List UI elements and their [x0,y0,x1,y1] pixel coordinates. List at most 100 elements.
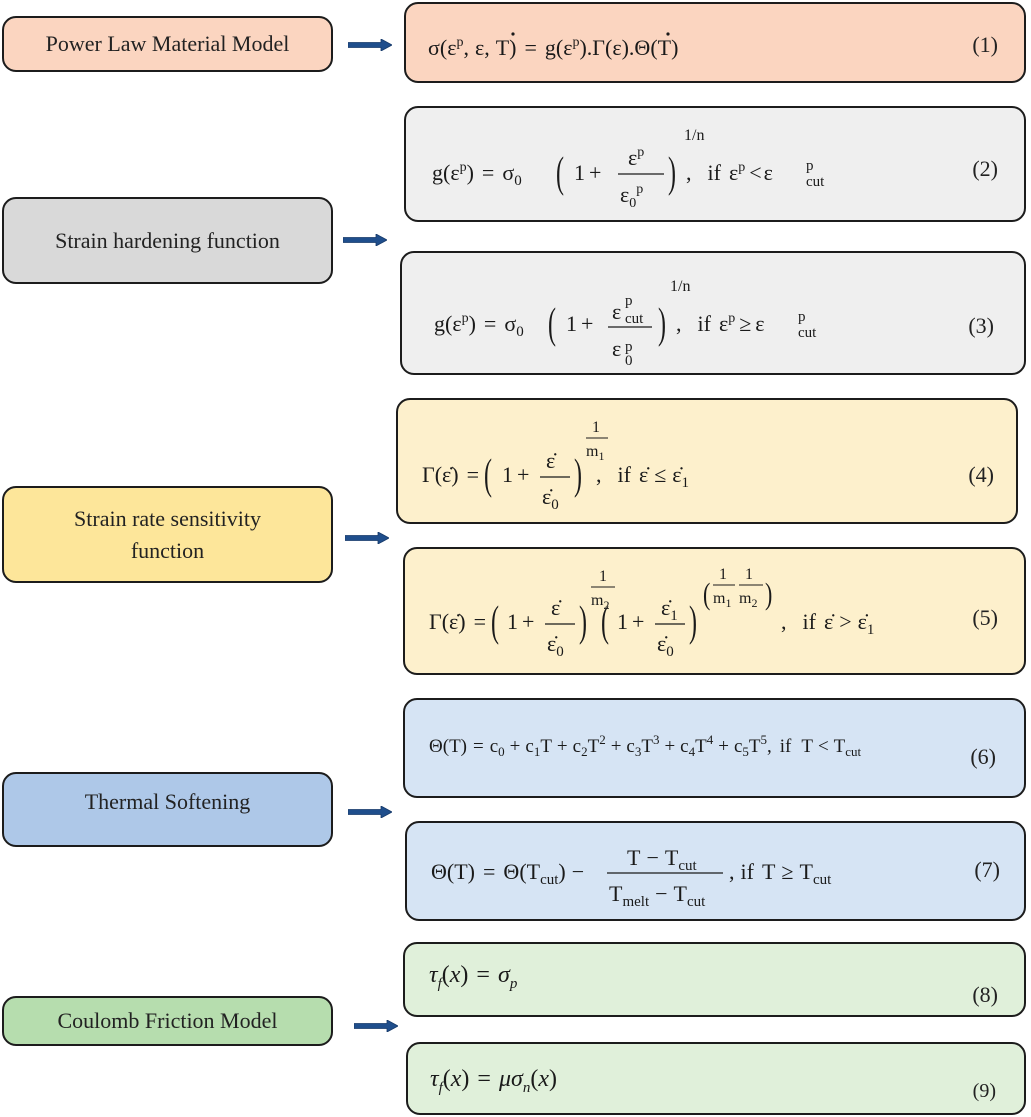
svg-text:,ifε̇≤ε̇1: ,ifε̇≤ε̇1 [596,462,689,491]
svg-text:cut: cut [625,311,644,327]
right-arrow-icon [345,532,389,544]
svg-text:ε: ε [612,299,621,324]
svg-text:1: 1 [719,566,727,583]
category-label-line-1: Strain rate sensitivity [74,505,261,531]
equation-9: τf(x)=μσn(x) [430,1066,557,1096]
equation-5-box: Γ(ε̇)= ( 1+ ε̇ ε̇0 ) 1 m2 ( 1+ ε̇1 ε̇0 )… [403,547,1026,675]
right-arrow-icon [348,806,392,818]
svg-text:): ) [579,597,587,645]
svg-text:1/n: 1/n [670,278,690,295]
category-label: Power Law Material Model [45,31,290,56]
svg-text:m2: m2 [739,590,757,610]
equation-number: (5) [972,605,998,630]
svg-text:): ) [689,597,697,645]
category-label: Thermal Softening [84,788,251,814]
svg-text:p: p [798,309,806,325]
category-power-law-material-model: Power Law Material Model [2,16,333,72]
category-thermal-softening: Thermal Softening [2,772,333,847]
svg-text:σ(εp,ε,T)=g(εp).Γ(ε).Θ(T): σ(εp,ε,T)=g(εp).Γ(ε).Θ(T) [428,35,678,60]
svg-text:Γ(ε̇)=: Γ(ε̇)= [429,609,486,634]
svg-text:(: ( [556,148,564,196]
svg-text:(: ( [548,299,556,347]
svg-text:(: ( [601,597,609,645]
svg-text:1+: 1+ [502,462,529,487]
svg-text:1+: 1+ [574,160,601,185]
equation-9-box: τf(x)=μσn(x) (9) [406,1042,1026,1115]
svg-text:1/n: 1/n [684,127,704,144]
svg-text:ε̇1: ε̇1 [661,595,678,624]
svg-text:cut: cut [806,174,825,190]
svg-text:,ifε̇>ε̇1: ,ifε̇>ε̇1 [781,609,874,638]
svg-text:(: ( [484,450,492,498]
svg-text:ε̇0: ε̇0 [657,631,674,660]
svg-text:m2: m2 [591,592,609,612]
equation-8: τf(x)=σp [429,962,518,992]
svg-text:(: ( [703,577,710,612]
equation-1-box: σ(εp,ε,T)=g(εp).Γ(ε).Θ(T) (1) [404,2,1026,83]
equation-number: (7) [974,857,1000,882]
equation-number: (4) [968,462,994,487]
svg-text:,ifT≥Tcut: ,ifT≥Tcut [729,859,832,888]
svg-text:Γ(ε̇)=: Γ(ε̇)= [422,462,479,487]
category-coulomb-friction-model: Coulomb Friction Model [2,996,333,1046]
svg-text:T−Tcut: T−Tcut [627,845,697,874]
svg-text:m1: m1 [586,443,604,463]
svg-text:(: ( [491,597,499,645]
equation-5: Γ(ε̇)= ( 1+ ε̇ ε̇0 ) 1 m2 ( 1+ ε̇1 ε̇0 )… [429,566,874,660]
svg-text:1: 1 [745,566,753,583]
svg-text:τf(x)=σp: τf(x)=σp [429,962,518,992]
svg-text:Tmelt−Tcut: Tmelt−Tcut [609,881,706,910]
svg-text:cut: cut [798,325,817,341]
svg-text:ε: ε [612,336,621,361]
svg-text:g(εp)=σ0: g(εp)=σ0 [434,311,524,340]
svg-text:1: 1 [599,568,607,585]
category-strain-hardening-function: Strain hardening function [2,197,333,284]
svg-text:Θ(T)=c0+c1T+c2T2+c3T3+c4T4+c5T: Θ(T)=c0+c1T+c2T2+c3T3+c4T4+c5T5,ifT<Tcut [429,732,862,759]
svg-text:1: 1 [592,419,600,436]
svg-text:): ) [765,577,772,612]
svg-text:1+: 1+ [566,311,593,336]
svg-text:ε̇: ε̇ [546,448,557,473]
svg-text:): ) [658,299,666,347]
category-label: Coulomb Friction Model [57,1008,278,1033]
svg-text:1+: 1+ [507,609,534,634]
svg-text:m1: m1 [713,590,731,610]
svg-text:ε̇0: ε̇0 [547,631,564,660]
svg-text:p: p [625,339,633,355]
equation-number: (1) [972,32,998,57]
svg-text:ε̇: ε̇ [551,595,562,620]
right-arrow-icon [348,39,392,51]
svg-text:p: p [806,158,814,174]
equation-number: (6) [970,744,996,769]
equation-1: σ(εp,ε,T)=g(εp).Γ(ε).Θ(T) [428,32,678,60]
svg-text:ε̇0: ε̇0 [542,484,559,513]
category-label-line-2: function [130,537,205,563]
right-arrow-icon [343,234,387,246]
svg-text:g(εp)=σ0: g(εp)=σ0 [432,160,522,189]
equation-number: (3) [968,313,994,338]
svg-text:): ) [574,450,582,498]
equation-number: (8) [972,982,998,1007]
equation-number: (2) [972,156,998,181]
svg-text:τf(x)=μσn(x): τf(x)=μσn(x) [430,1066,557,1096]
equation-8-box: τf(x)=σp (8) [403,942,1026,1017]
svg-text:0: 0 [625,353,633,369]
category-label: Strain hardening function [55,227,280,253]
equation-number: (9) [972,1080,996,1102]
svg-text:p: p [625,293,633,309]
right-arrow-icon [354,1020,398,1032]
svg-text:1+: 1+ [617,609,644,634]
category-strain-rate-sensitivity-function: Strain rate sensitivity function [2,486,333,583]
